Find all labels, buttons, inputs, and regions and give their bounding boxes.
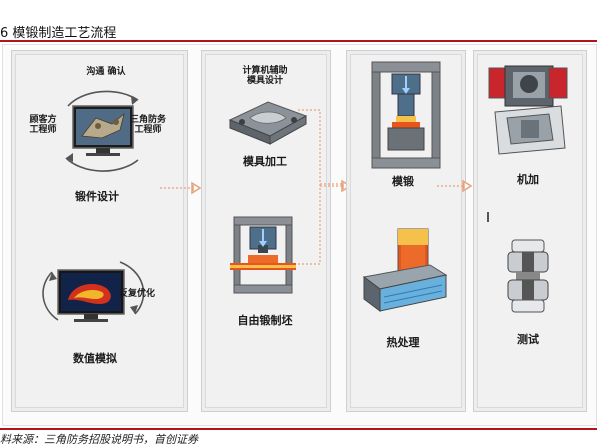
simulation-illustration (40, 254, 150, 342)
heat-treatment-illustration (360, 225, 450, 315)
bottom-rule (0, 428, 597, 430)
design-cycle-illustration (38, 78, 168, 178)
communicate-confirm-label: 沟通 确认 (86, 67, 126, 77)
machining-label: 机加 (517, 173, 539, 186)
heat-treatment-label: 热处理 (386, 336, 420, 349)
testing-illustration (498, 238, 558, 314)
free-forging-label: 自由锻制坯 (237, 314, 293, 327)
figure-title: 6 模锻制造工艺流程 (0, 26, 117, 41)
optimize-label: 反复优化 (118, 289, 155, 299)
client-engineer-label: 顾客方 工程师 (29, 115, 57, 135)
flow-arrow-2 (320, 176, 360, 196)
forging-design-label: 锻件设计 (75, 190, 119, 203)
company-engineer-label: 三角防务 工程师 (129, 115, 166, 135)
source-note: 料来源：三角防务招股说明书，首创证券 (0, 433, 198, 446)
flow-arrow-3 (437, 176, 483, 196)
top-rule (0, 40, 597, 42)
die-illustration (220, 92, 312, 152)
die-forging-illustration (368, 60, 444, 170)
numeric-simulation-label: 数值模拟 (73, 352, 117, 365)
testing-label: 测试 (517, 333, 539, 346)
die-machining-label: 模具加工 (243, 155, 287, 168)
die-forging-label: 模锻 (392, 175, 414, 188)
divider-tick (487, 212, 489, 222)
cad-caption: 计算机辅助 模具设计 (242, 66, 288, 86)
machining-illustration (483, 62, 573, 162)
die-connector (298, 108, 358, 268)
flow-arrow-1 (160, 178, 210, 198)
free-forging-illustration (228, 215, 298, 295)
